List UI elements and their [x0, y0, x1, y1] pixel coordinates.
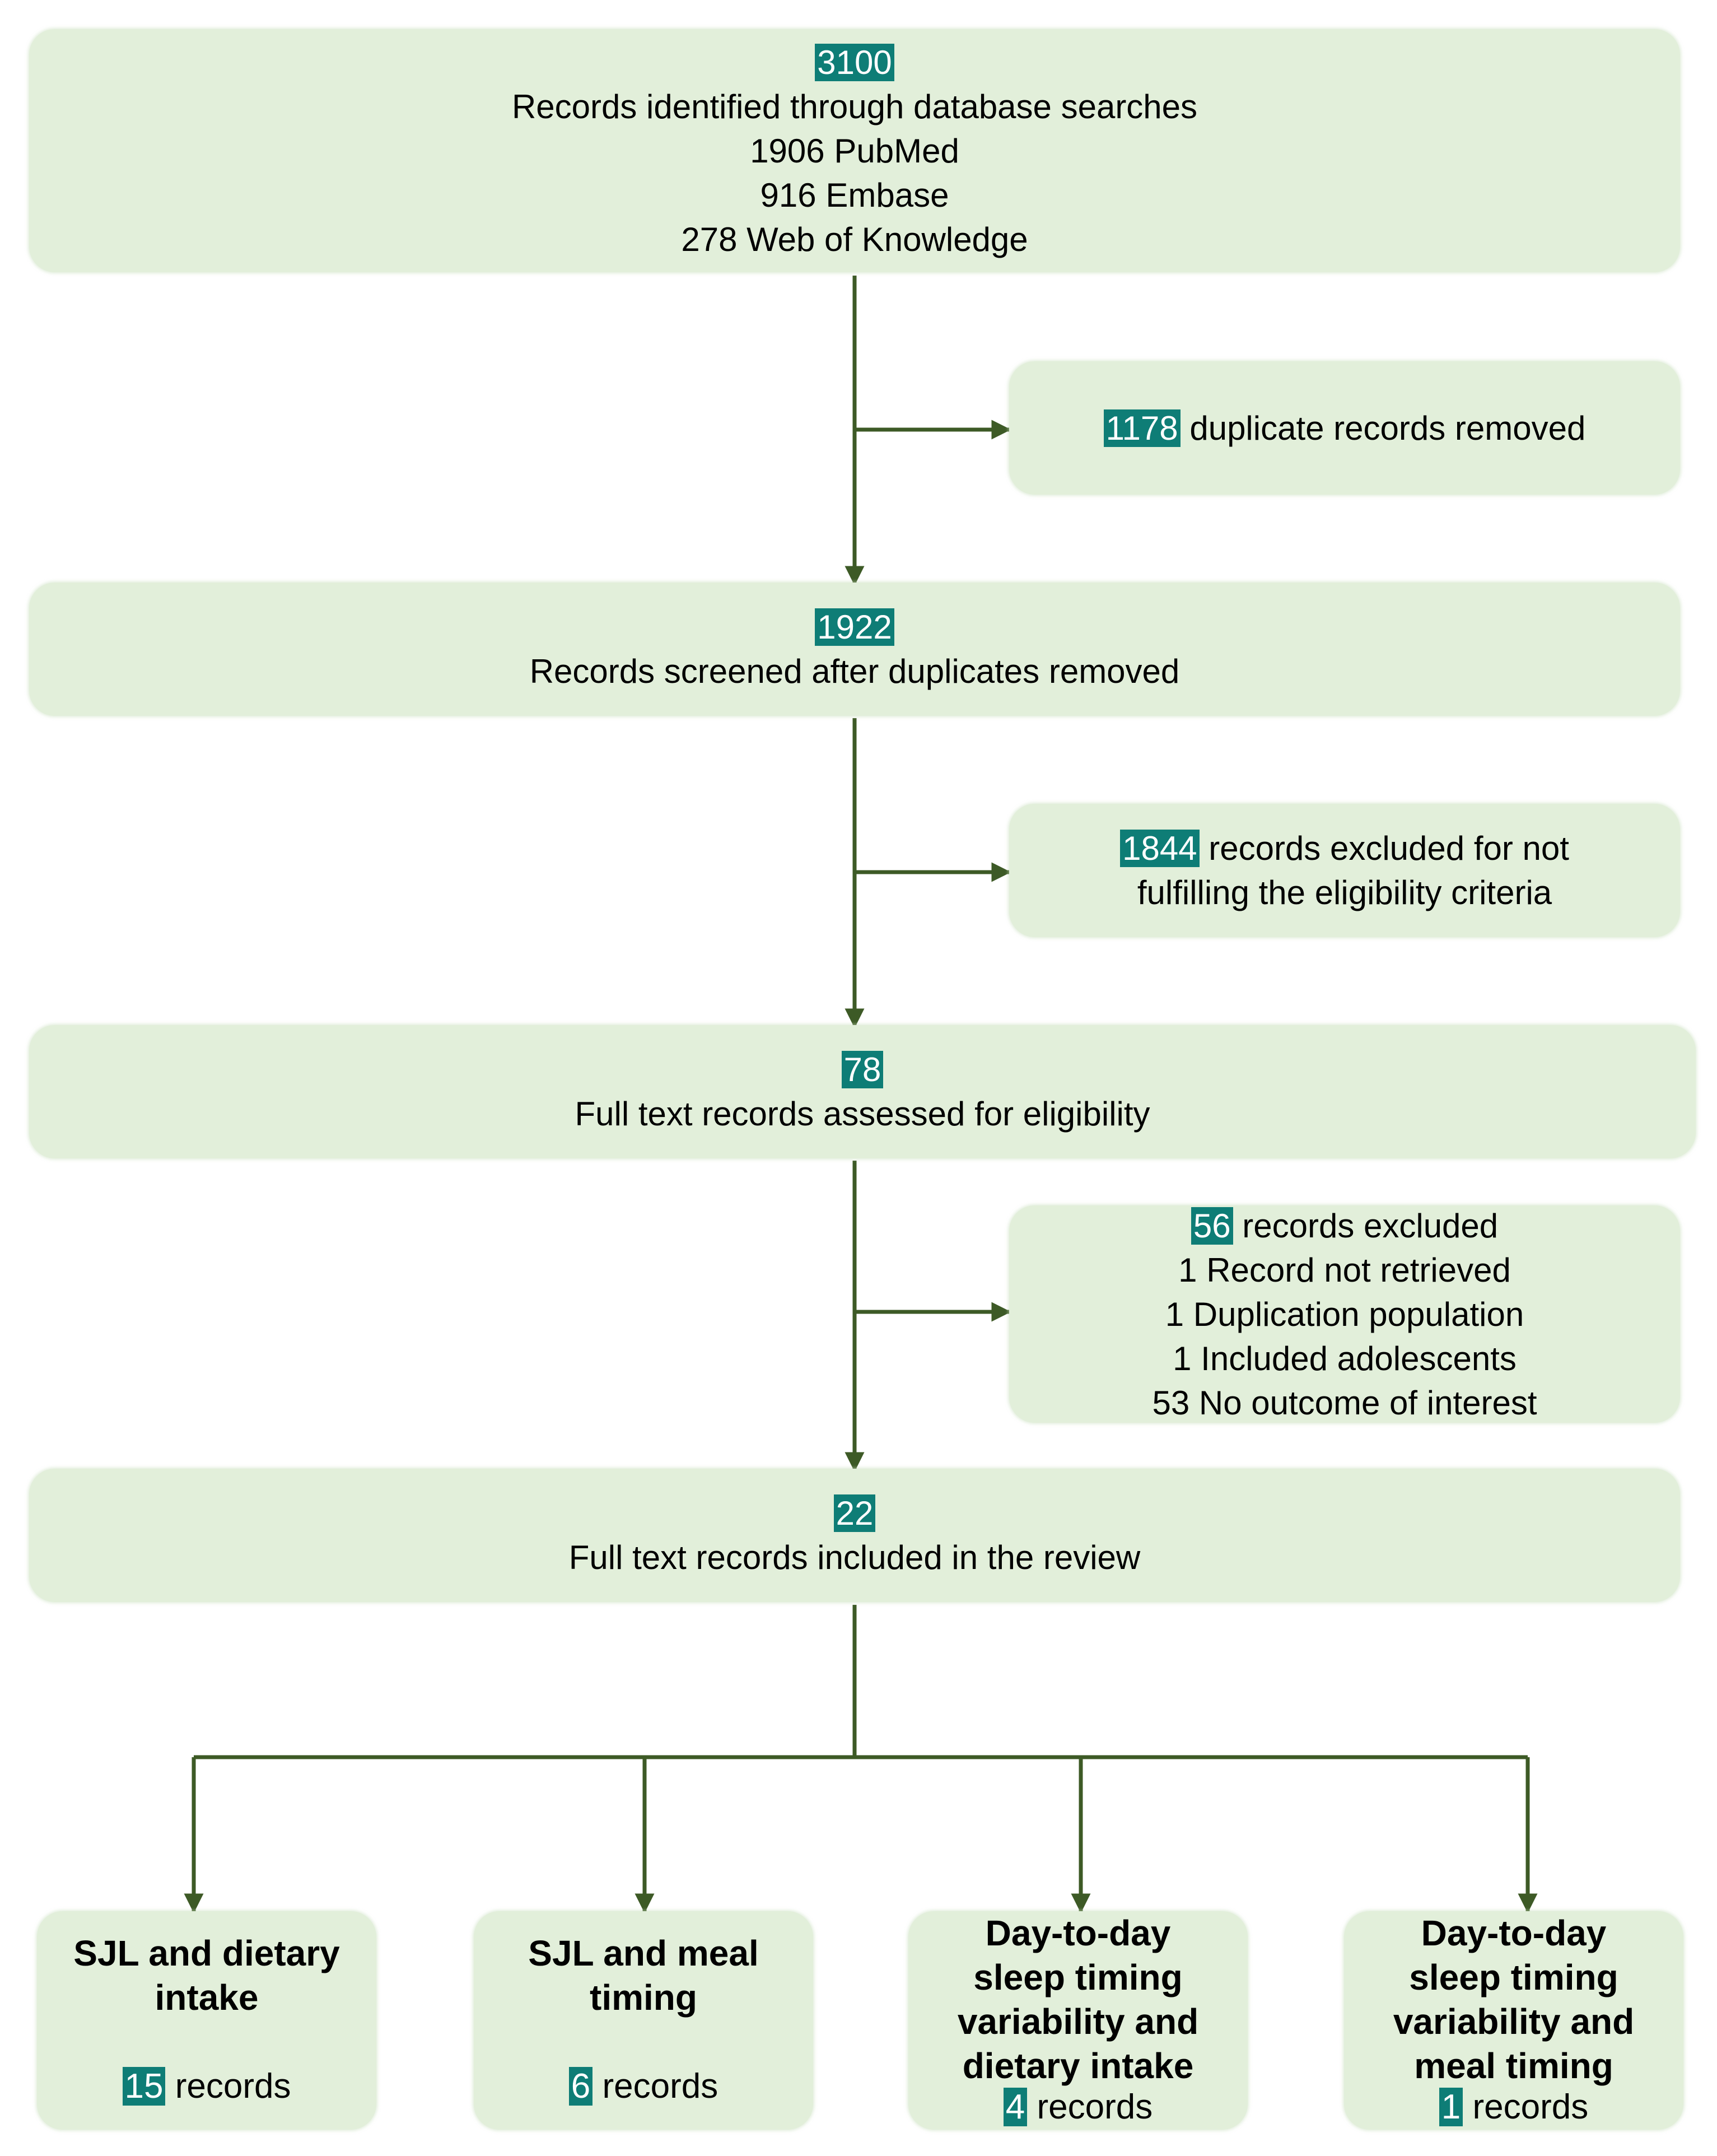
category-title: meal timing	[1414, 2046, 1613, 2086]
excluded-fulltext-label: records excluded	[1242, 1207, 1499, 1245]
category-unit: records	[1037, 2088, 1153, 2126]
duplicates-label: duplicate records removed	[1189, 409, 1586, 447]
excluded-screen-count: 1844	[1120, 830, 1200, 867]
screened-box: 1922 Records screened after duplicates r…	[29, 583, 1680, 716]
exclusion-reason: 1 Included adolescents	[1173, 1339, 1517, 1377]
category-title: variability and	[957, 2001, 1199, 2042]
category-box-sjl-meal-timing: SJL and meal timing 6 records	[474, 1911, 813, 2130]
category-count: 15	[122, 2067, 166, 2106]
category-title: SJL and dietary	[73, 1933, 340, 1973]
category-box-variability-meal-timing: Day-to-day sleep timing variability and …	[1344, 1911, 1683, 2130]
category-count: 6	[568, 2067, 593, 2106]
category-unit: records	[1472, 2088, 1589, 2126]
exclusion-reason: 1 Record not retrieved	[1178, 1251, 1511, 1289]
excluded-fulltext-count: 56	[1191, 1207, 1233, 1245]
included-box: 22 Full text records included in the rev…	[29, 1469, 1680, 1602]
excluded-screen-box: 1844 records excluded for not fulfilling…	[1009, 804, 1680, 937]
fulltext-count: 78	[841, 1051, 884, 1088]
category-title: timing	[590, 1977, 697, 2018]
included-count: 22	[833, 1494, 876, 1532]
category-title: variability and	[1393, 2001, 1635, 2042]
screened-label: Records screened after duplicates remove…	[529, 653, 1180, 690]
exclusion-reason: 53 No outcome of interest	[1152, 1384, 1537, 1422]
category-title: Day-to-day	[985, 1913, 1171, 1953]
screened-count: 1922	[815, 608, 894, 646]
identified-box: 3100 Records identified through database…	[29, 29, 1680, 272]
category-title: SJL and meal	[528, 1933, 759, 1973]
category-unit: records	[175, 2067, 291, 2106]
category-box-sjl-dietary-intake: SJL and dietary intake 15 records	[37, 1911, 376, 2130]
category-title: Day-to-day	[1421, 1913, 1607, 1953]
identified-count: 3100	[815, 43, 894, 81]
category-title: dietary intake	[962, 2046, 1194, 2086]
excluded-fulltext-box: 56 records excluded 1 Record not retriev…	[1009, 1205, 1680, 1423]
fulltext-label: Full text records assessed for eligibili…	[575, 1095, 1150, 1133]
included-label: Full text records included in the review	[568, 1539, 1141, 1576]
excluded-screen-label-1: records excluded for not	[1209, 830, 1569, 867]
category-box-variability-dietary-intake: Day-to-day sleep timing variability and …	[908, 1911, 1248, 2130]
category-unit: records	[602, 2067, 718, 2106]
category-title: sleep timing	[1409, 1957, 1618, 1997]
exclusion-reason: 1 Duplication population	[1165, 1295, 1524, 1333]
fulltext-box: 78 Full text records assessed for eligib…	[29, 1025, 1696, 1158]
category-title: intake	[155, 1977, 259, 2018]
category-title: sleep timing	[973, 1957, 1183, 1997]
category-count: 4	[1003, 2088, 1028, 2126]
category-count: 1	[1439, 2088, 1463, 2126]
identified-label: Records identified through database sear…	[511, 87, 1198, 125]
source-embase: 916 Embase	[760, 176, 949, 214]
duplicates-count: 1178	[1103, 409, 1181, 447]
excluded-screen-label-2: fulfilling the eligibility criteria	[1137, 874, 1552, 911]
source-pubmed: 1906 PubMed	[750, 132, 959, 170]
duplicates-box: 1178 duplicate records removed	[1009, 361, 1680, 495]
source-web-of-knowledge: 278 Web of Knowledge	[681, 220, 1028, 258]
